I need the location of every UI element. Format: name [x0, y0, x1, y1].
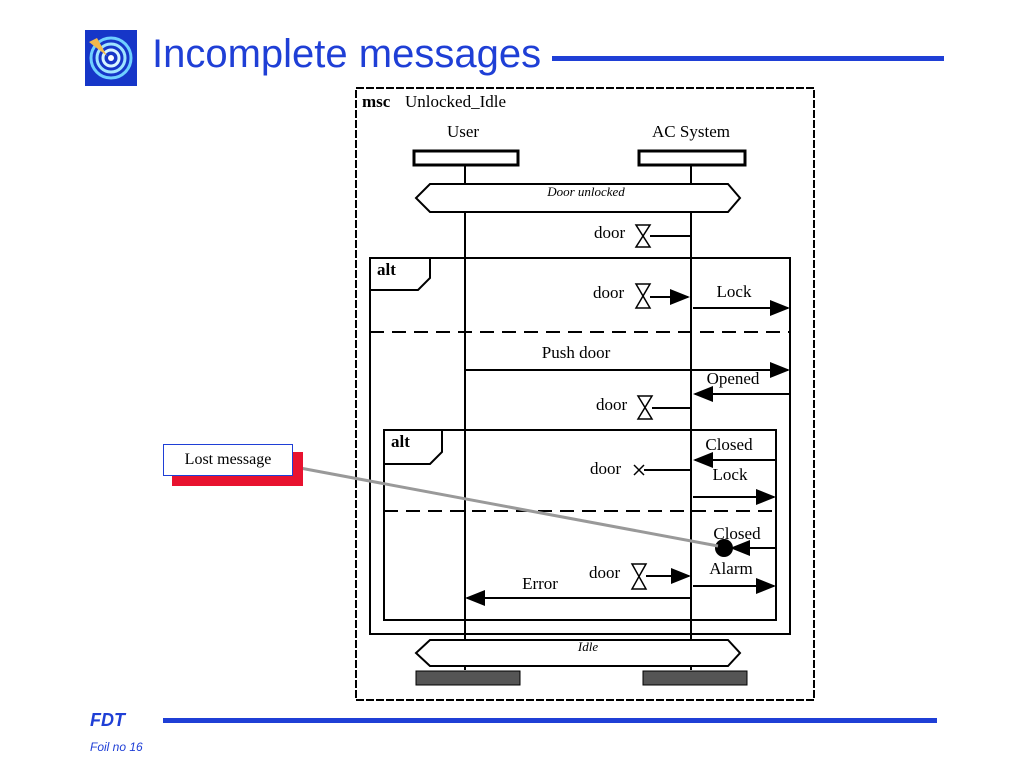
opened-label: Opened: [707, 369, 760, 388]
footer-page-number: Foil no 16: [90, 740, 143, 754]
door-label-1: door: [594, 223, 626, 242]
condition-idle-label: Idle: [577, 639, 598, 654]
door-label-2: door: [593, 283, 625, 302]
push-door-label: Push door: [542, 343, 611, 362]
lost-message-callout: Lost message: [163, 444, 293, 476]
condition-door-unlocked-label: Door unlocked: [546, 184, 625, 199]
lock-label-2: Lock: [713, 465, 748, 484]
condition-door-unlocked: [414, 183, 742, 213]
timer-hourglass-3: [636, 395, 654, 420]
alt-label-inner: alt: [391, 432, 410, 451]
alt-tab-outer: [370, 258, 431, 291]
lock-label-1: Lock: [717, 282, 752, 301]
msc-name: Unlocked_Idle: [405, 92, 506, 111]
timer-hourglass-2: [634, 283, 652, 309]
error-label: Error: [522, 574, 558, 593]
footer-rule: [163, 718, 937, 723]
closed-label-1: Closed: [705, 435, 753, 454]
timer-hourglass-1: [634, 224, 652, 248]
msc-frame: [355, 87, 815, 701]
alt-tab-inner: [384, 430, 443, 465]
instance-user-end: [415, 670, 521, 686]
alt-frame-outer: [369, 257, 791, 635]
timer-reset-4: [633, 464, 645, 476]
callout-pointer: [283, 463, 719, 548]
lost-message-endpoint: [715, 539, 733, 557]
door-label-5: door: [589, 563, 621, 582]
instance-user-label: User: [447, 122, 479, 141]
timer-hourglass-5: [630, 563, 648, 590]
slide-title: Incomplete messages: [152, 32, 542, 76]
alt-frame-inner: [383, 429, 777, 621]
instance-ac-system-end: [642, 670, 748, 686]
alt-label-outer: alt: [377, 260, 396, 279]
instance-user-head: [412, 149, 520, 167]
instance-ac-system-head: [637, 149, 747, 167]
instance-ac-system-label: AC System: [652, 122, 730, 141]
closed-label-2: Closed: [713, 524, 761, 543]
door-label-3: door: [596, 395, 628, 414]
condition-idle: [414, 639, 742, 667]
logo-icon: [85, 30, 137, 86]
title-rule: [552, 56, 944, 61]
door-label-4: door: [590, 459, 622, 478]
msc-keyword: msc: [362, 92, 391, 111]
alarm-label: Alarm: [709, 559, 752, 578]
footer-label: FDT: [90, 710, 125, 730]
